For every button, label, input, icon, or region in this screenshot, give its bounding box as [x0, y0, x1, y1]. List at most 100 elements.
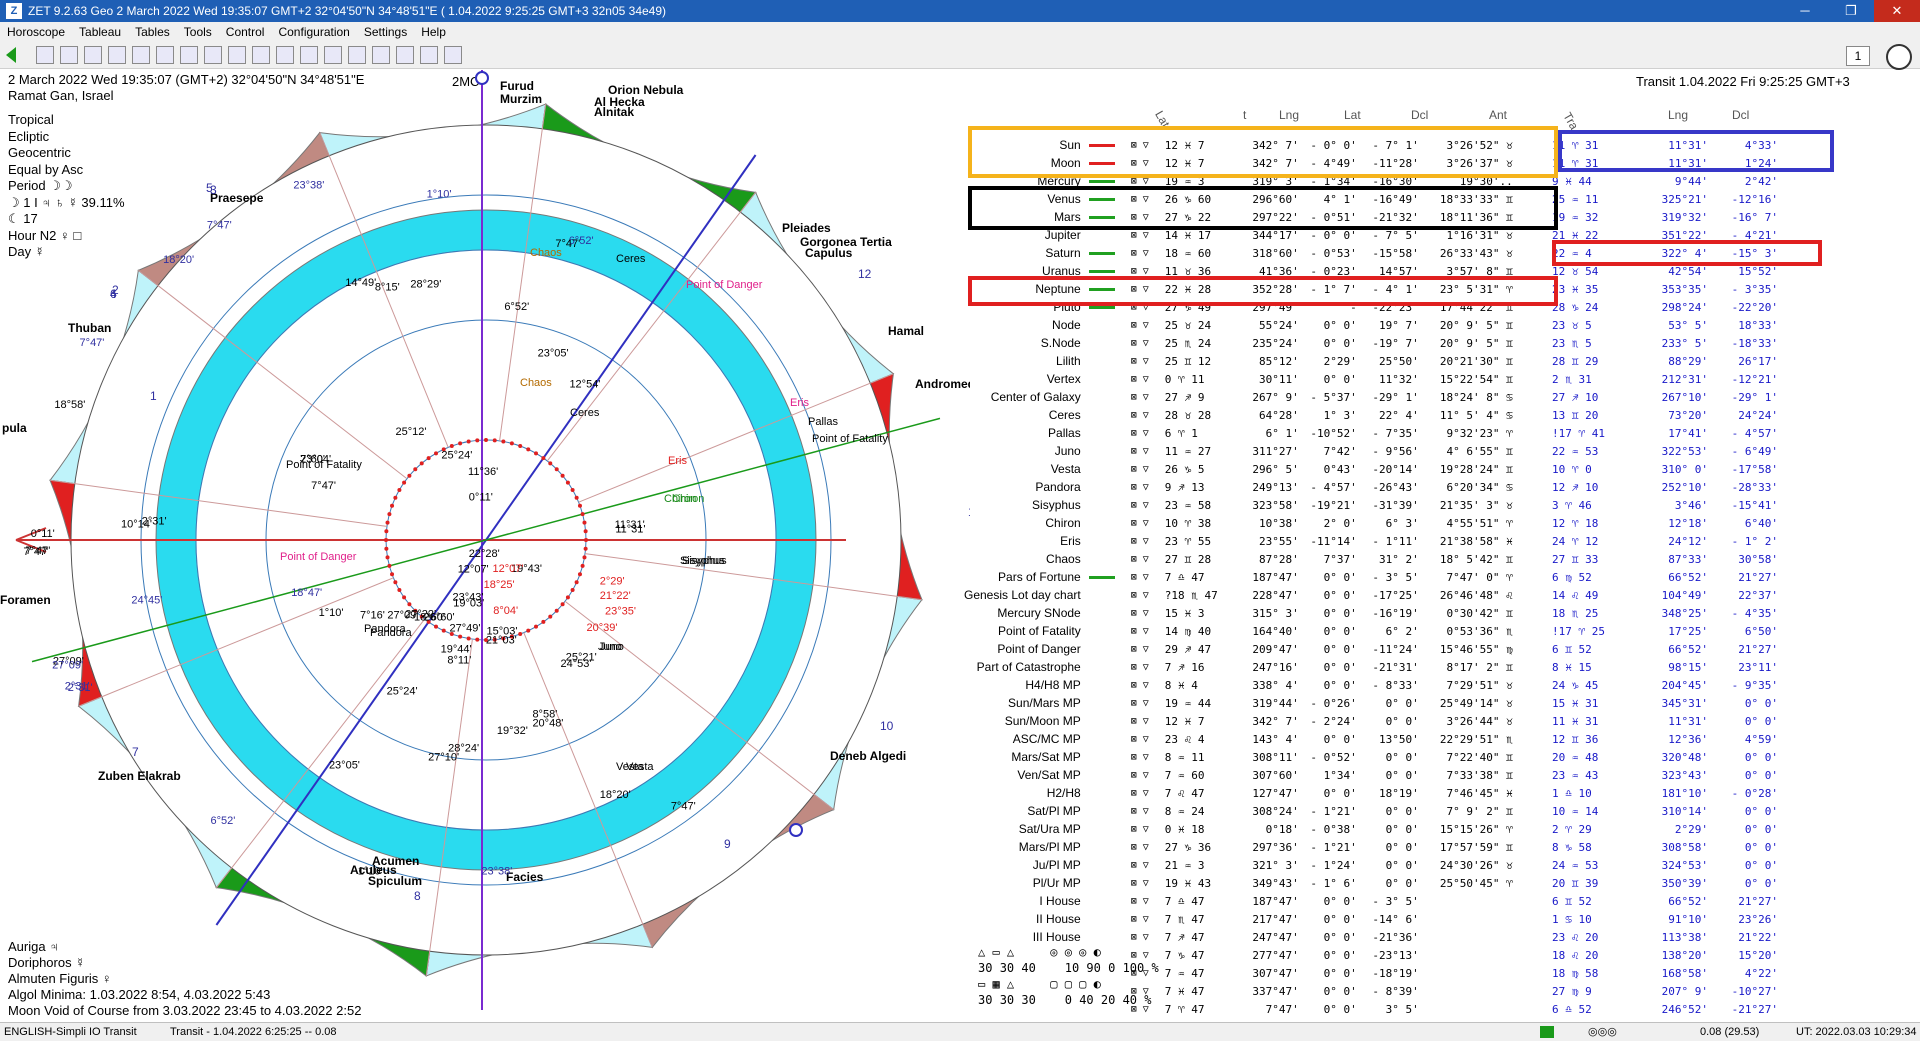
flag-icon[interactable] — [180, 46, 198, 64]
wheel-icon[interactable] — [84, 46, 102, 64]
chart-icon[interactable] — [156, 46, 174, 64]
bar-chart-icon[interactable] — [444, 46, 462, 64]
status-icons[interactable]: ◎◎◎ — [1588, 1026, 1617, 1038]
menu-configuration[interactable]: Configuration — [278, 25, 350, 39]
menu-help[interactable]: Help — [421, 25, 446, 39]
grid-icon[interactable] — [132, 46, 150, 64]
clock-icon[interactable] — [1886, 44, 1912, 70]
blue-square-icon[interactable] — [108, 46, 126, 64]
red-chart-icon[interactable] — [276, 46, 294, 64]
page-spinner[interactable]: 1 — [1846, 46, 1870, 66]
list-icon[interactable] — [252, 46, 270, 64]
back-arrow-icon[interactable] — [6, 47, 16, 63]
blue-circle-icon[interactable] — [372, 46, 390, 64]
globe-icon[interactable] — [60, 46, 78, 64]
tools-icon[interactable] — [396, 46, 414, 64]
image-icon[interactable] — [324, 46, 342, 64]
check-icon[interactable] — [204, 46, 222, 64]
stack-icon[interactable] — [420, 46, 438, 64]
close-button[interactable]: ✕ — [1874, 0, 1920, 22]
menu-tables[interactable]: Tables — [135, 25, 170, 39]
menu-settings[interactable]: Settings — [363, 25, 408, 39]
map-icon[interactable] — [348, 46, 366, 64]
